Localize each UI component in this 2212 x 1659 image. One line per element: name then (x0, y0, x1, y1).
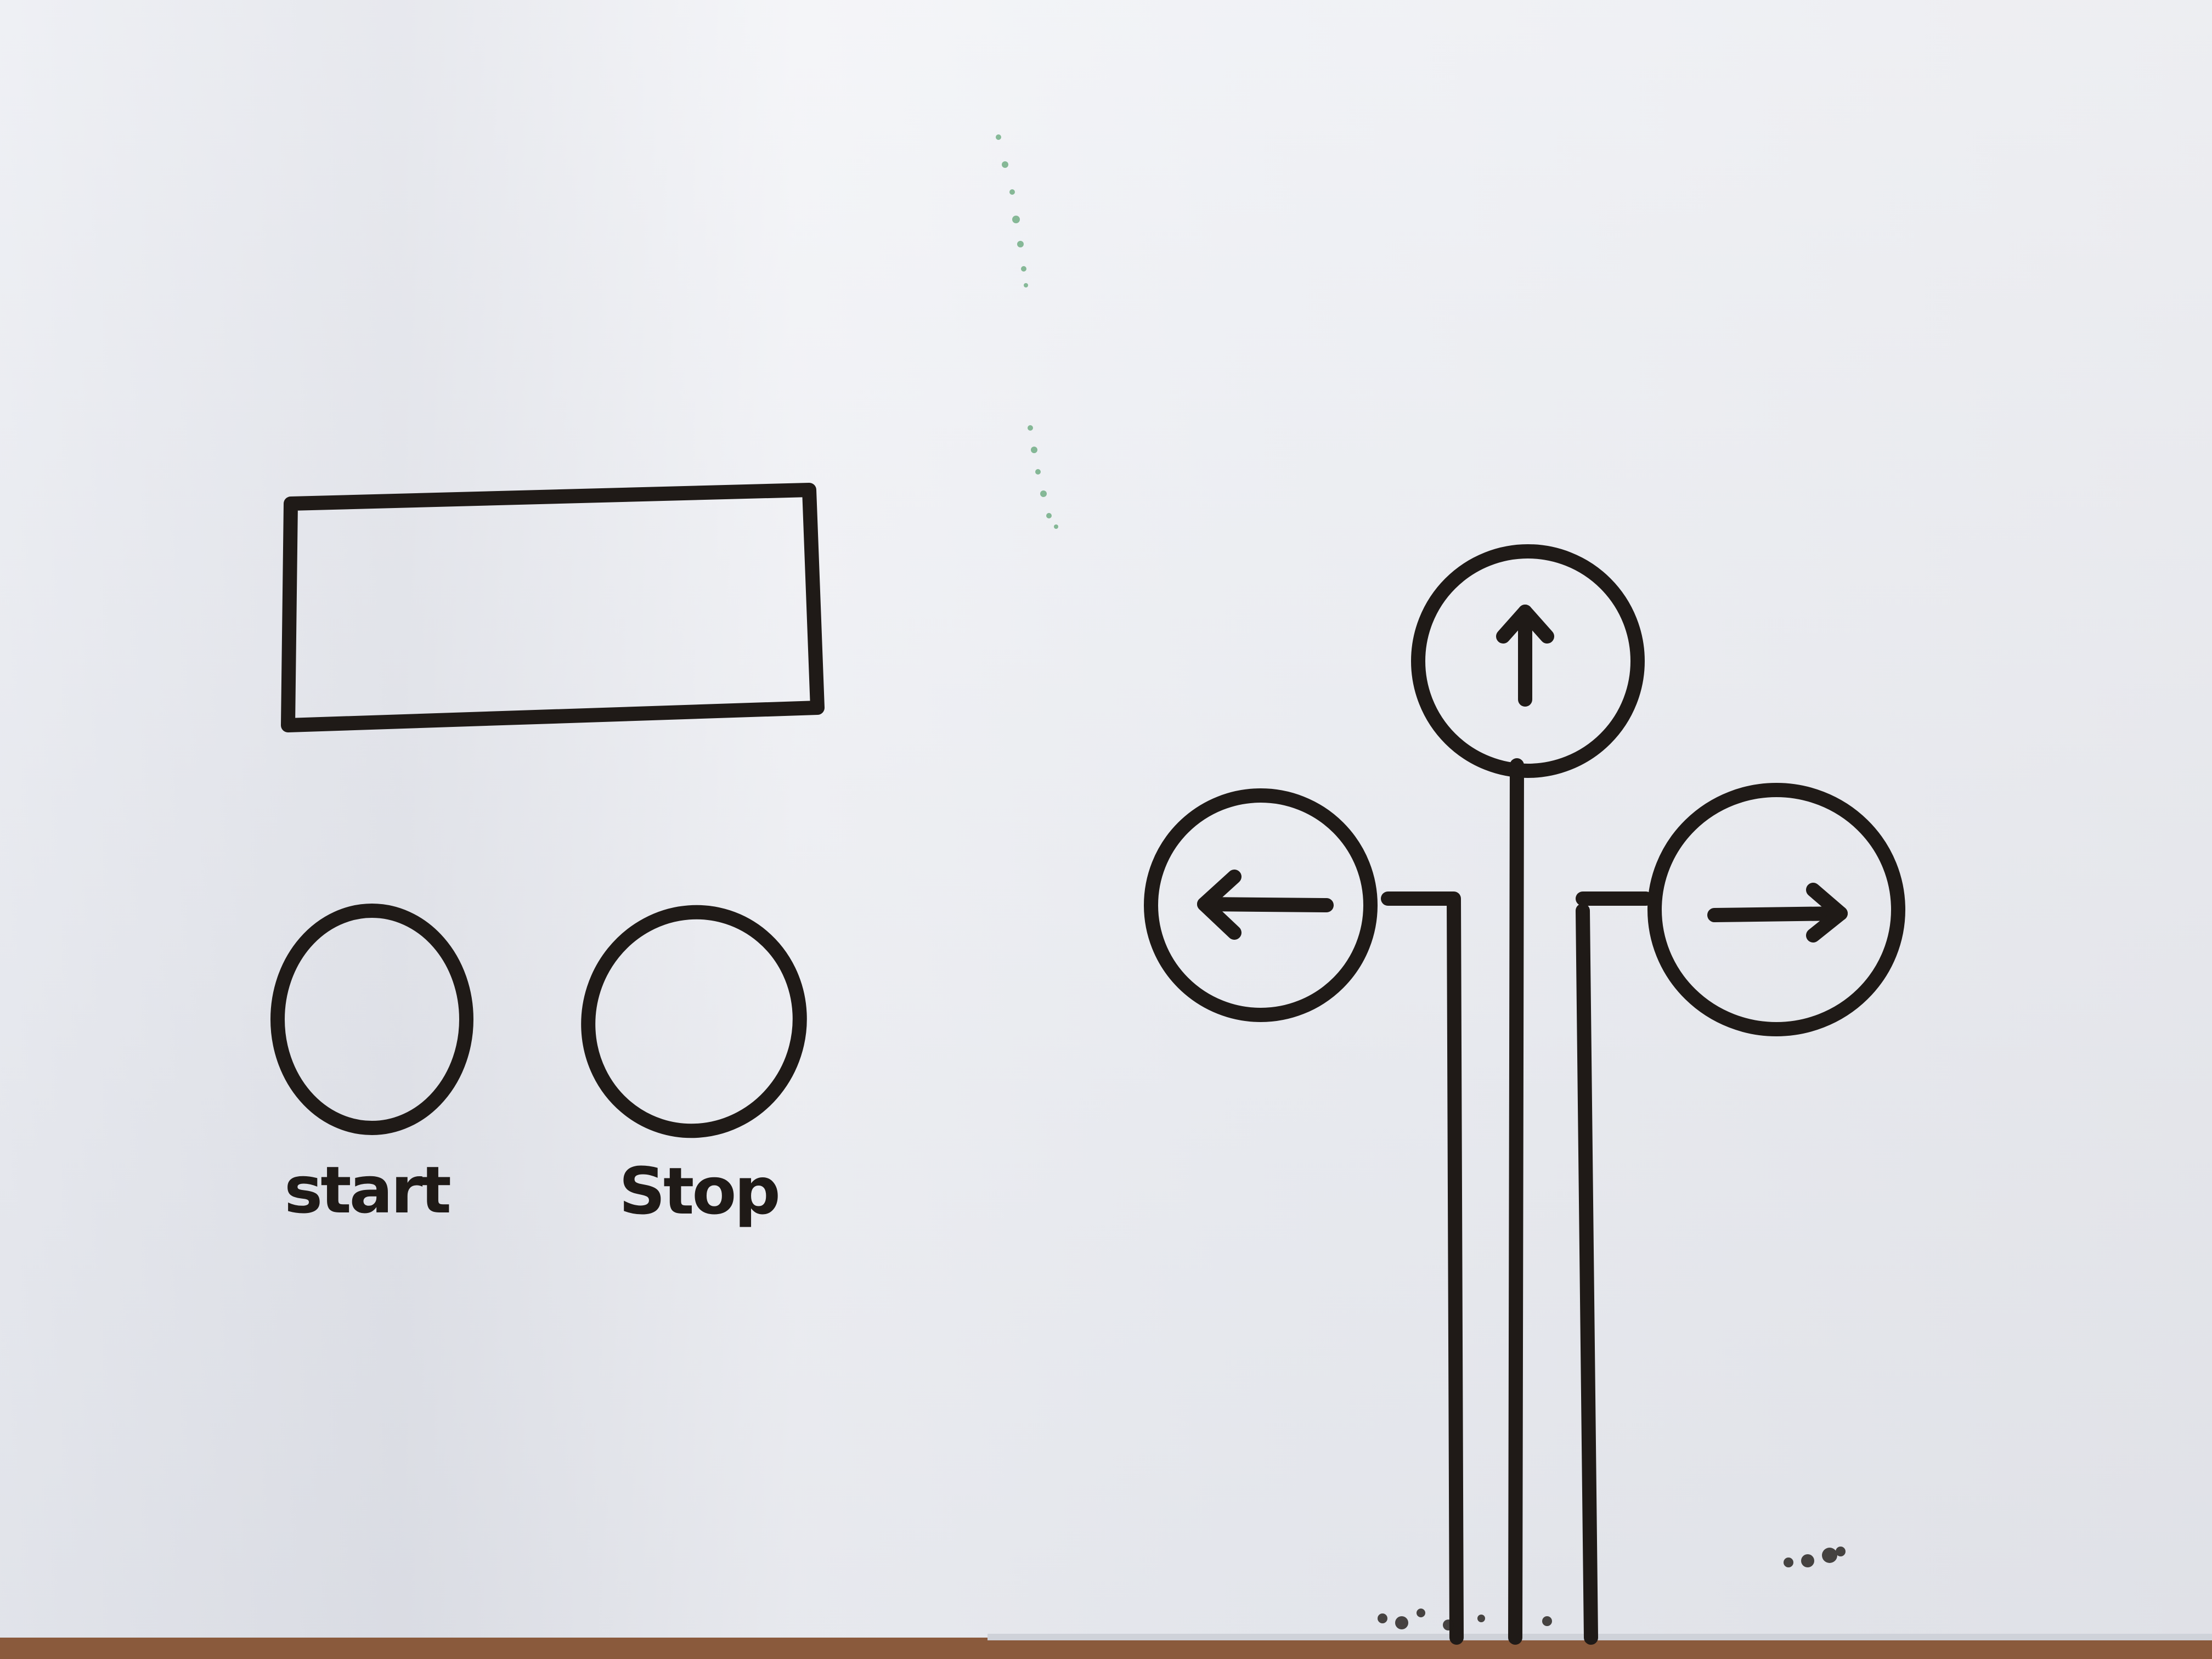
ink-smudges (1378, 1547, 1846, 1630)
right-button[interactable] (1647, 783, 1905, 1036)
stop-button-circle[interactable] (560, 884, 828, 1158)
arrow-left-icon (1197, 870, 1334, 940)
arrow-up-icon (1496, 605, 1554, 707)
up-button-circle[interactable] (1411, 544, 1645, 778)
stop-button-label: Stop (619, 1153, 778, 1229)
stop-button[interactable]: Stop (560, 884, 828, 1229)
right-button-circle[interactable] (1647, 783, 1905, 1036)
green-marker-smudge (996, 134, 1058, 529)
up-button[interactable] (1411, 544, 1645, 778)
joystick-stems (1381, 758, 1653, 1645)
arrow-right-icon (1707, 883, 1848, 943)
start-button-circle[interactable] (270, 904, 473, 1135)
start-button[interactable]: start (270, 904, 473, 1228)
start-button-label: start (284, 1152, 450, 1228)
left-button-circle[interactable] (1144, 788, 1378, 1022)
left-button[interactable] (1144, 788, 1378, 1022)
display-box (281, 483, 825, 732)
